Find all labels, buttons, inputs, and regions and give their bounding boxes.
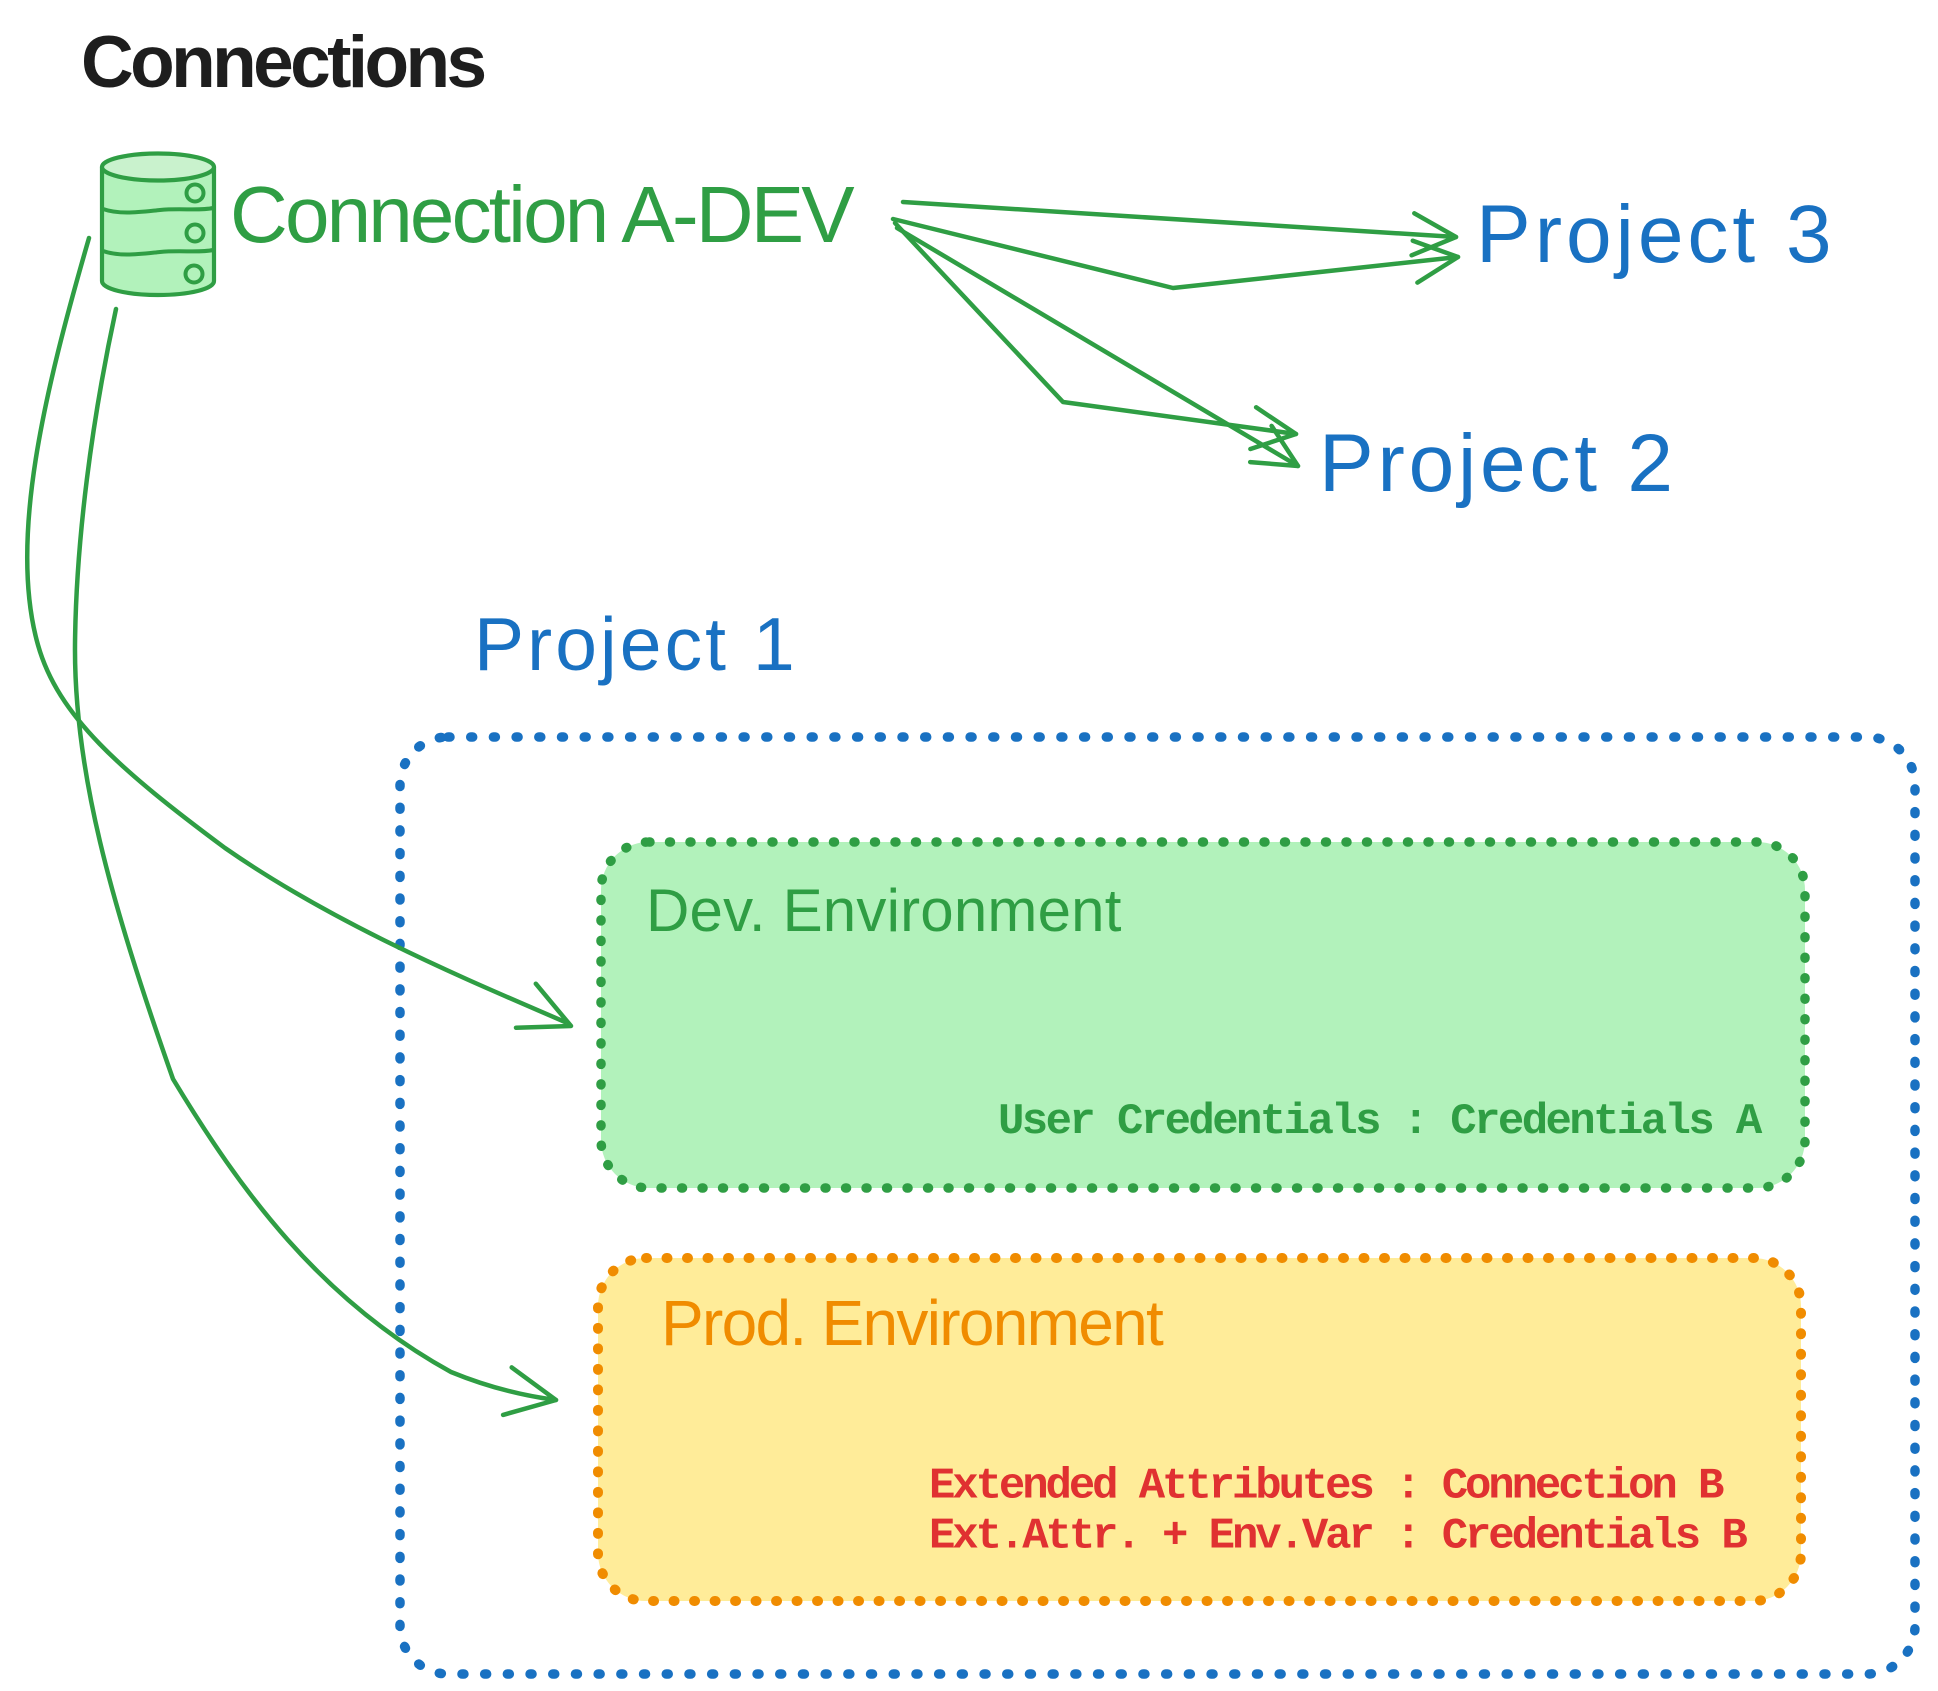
svg-text:Connections: Connections xyxy=(81,22,484,103)
svg-text:Connection A-DEV: Connection A-DEV xyxy=(230,170,855,259)
svg-text:Project 3: Project 3 xyxy=(1476,189,1836,280)
svg-text:Extended Attributes : Connecti: Extended Attributes : Connection B xyxy=(929,1462,1724,1512)
svg-text:Project 2: Project 2 xyxy=(1319,418,1677,509)
svg-text:Ext.Attr. + Env.Var : Credenti: Ext.Attr. + Env.Var : Credentials B xyxy=(929,1512,1747,1562)
svg-text:Dev. Environment: Dev. Environment xyxy=(646,877,1122,944)
svg-text:Project 1: Project 1 xyxy=(474,602,798,686)
svg-text:User Credentials : Credentials: User Credentials : Credentials A xyxy=(998,1097,1763,1147)
svg-text:Prod. Environment: Prod. Environment xyxy=(661,1287,1164,1359)
